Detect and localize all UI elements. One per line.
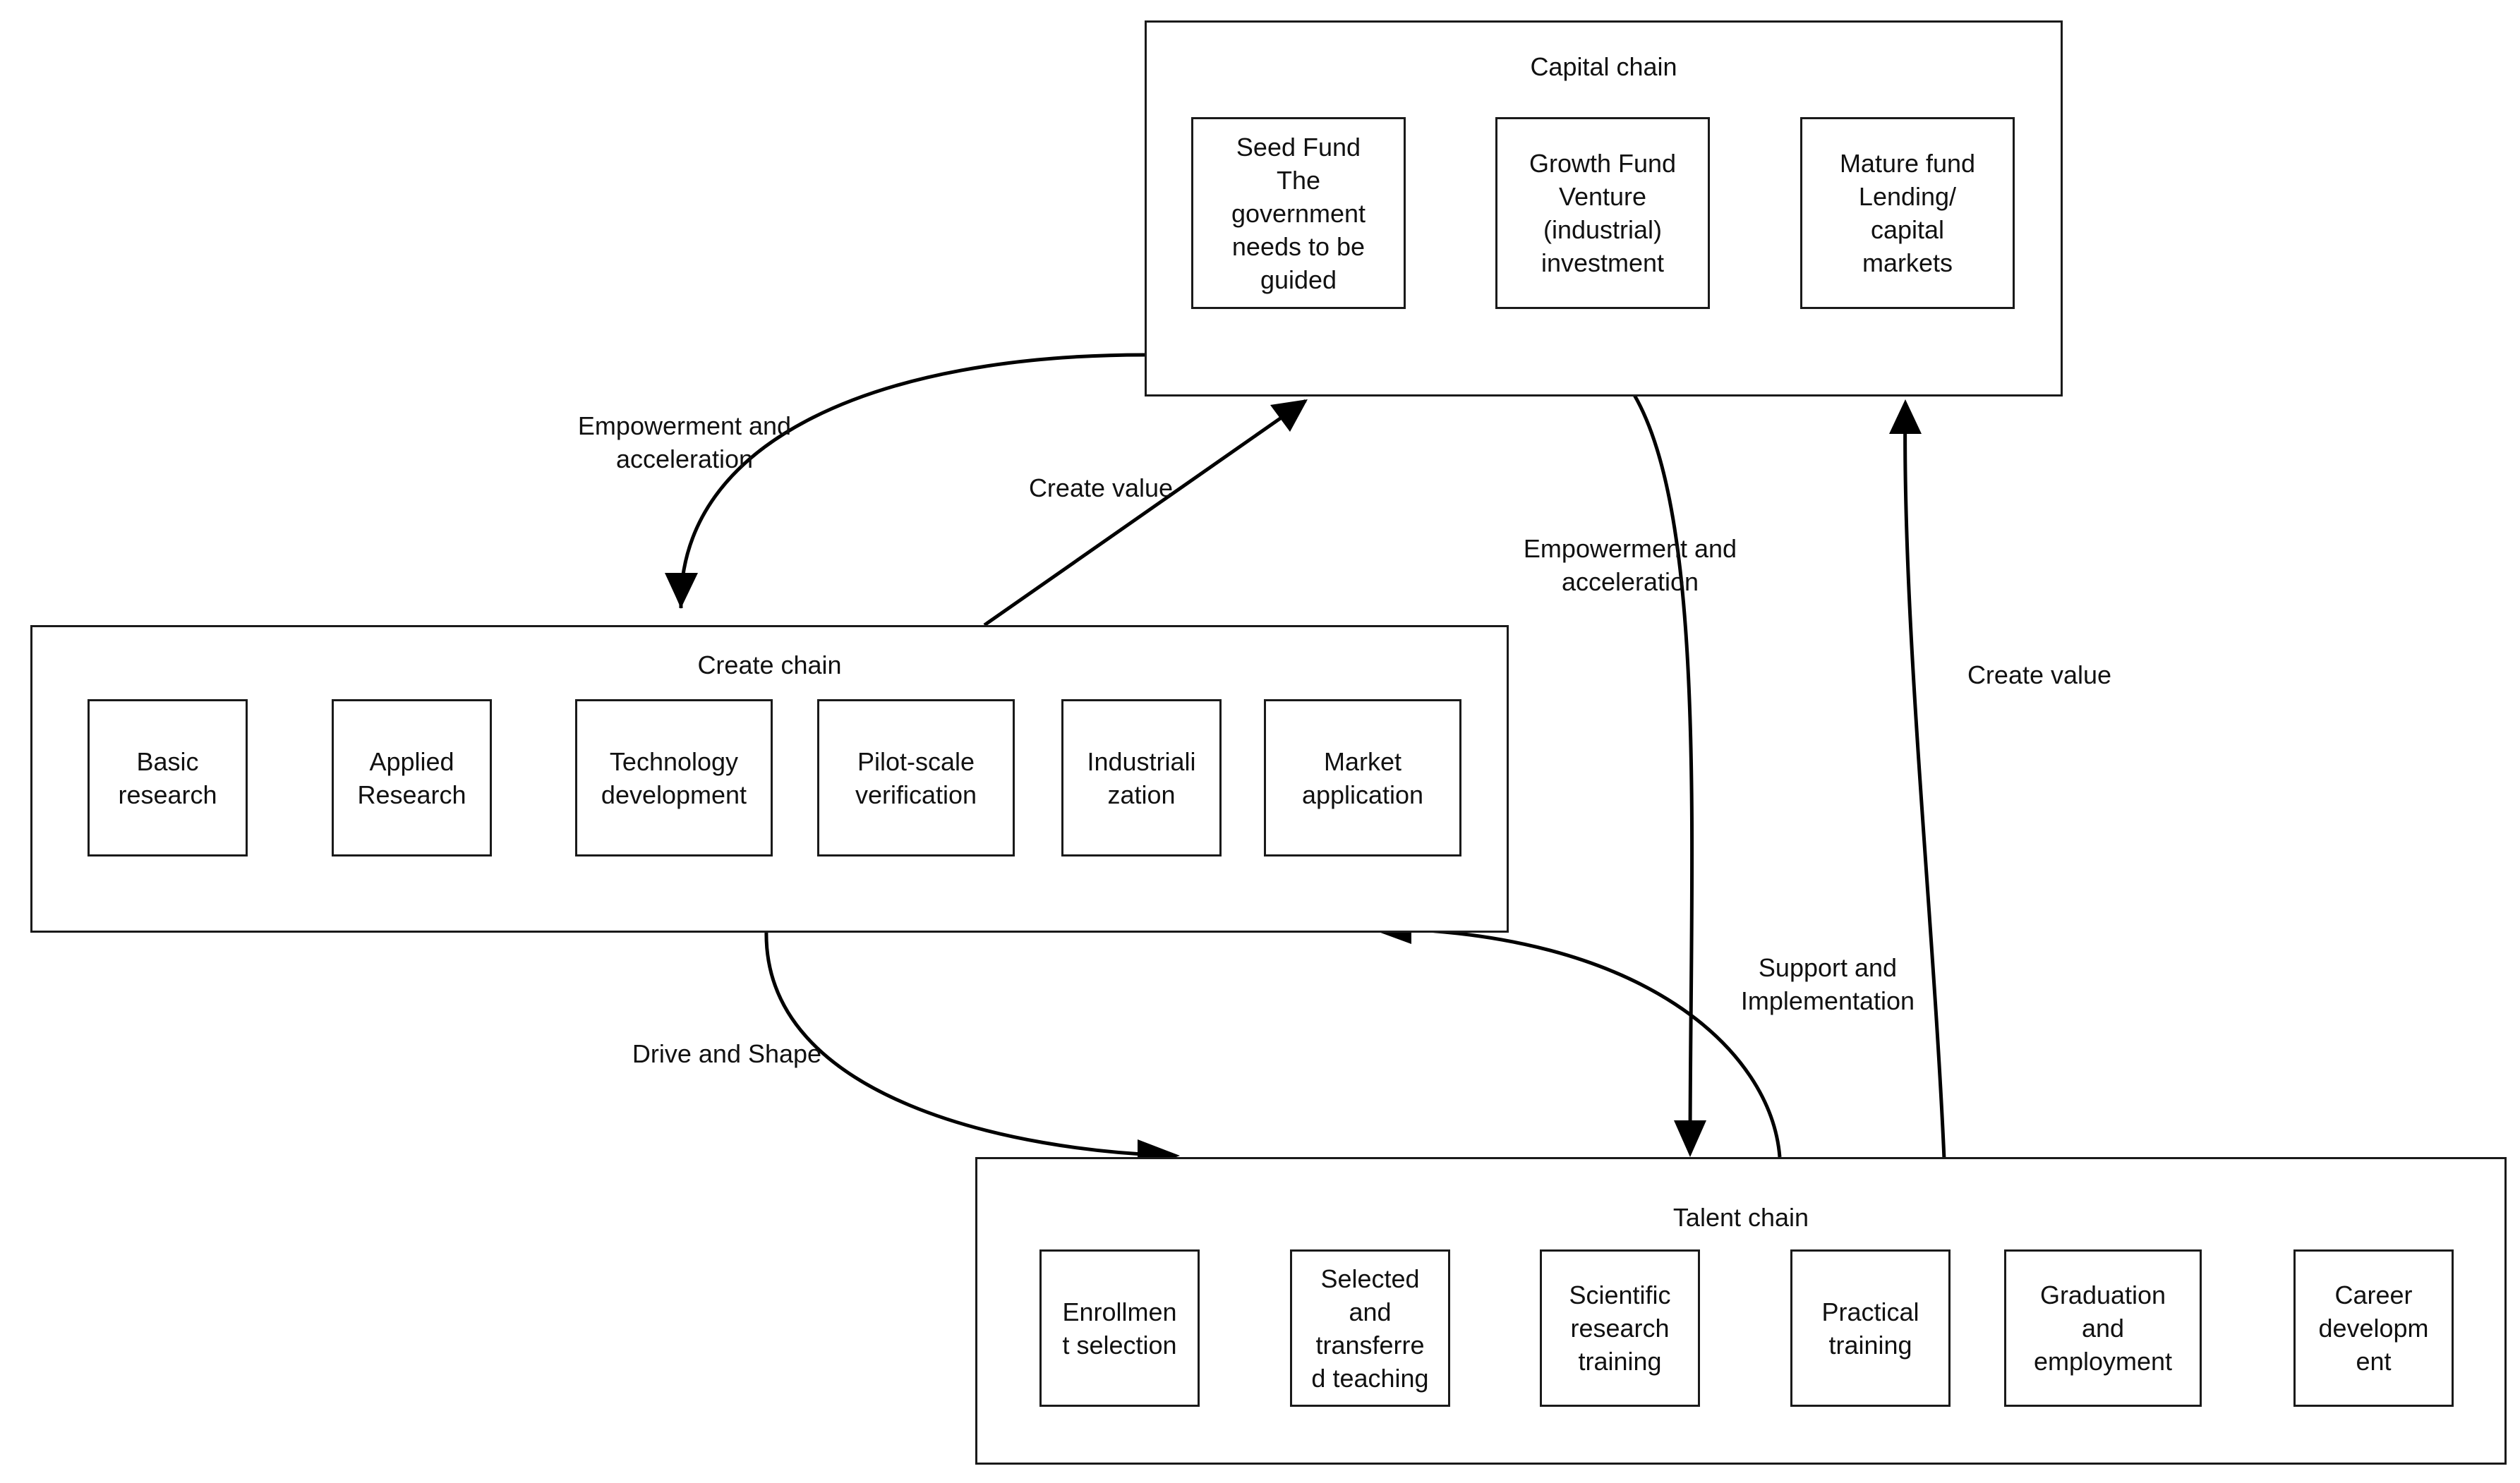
create-node-basic-research: Basic research	[88, 699, 248, 856]
create-node-label: Technology development	[601, 746, 747, 809]
edge-capital-to-create	[675, 353, 1145, 609]
capital-node-label: Mature fund Lending/ capital markets	[1839, 149, 1976, 277]
talent-node-label: Career developm ent	[2318, 1281, 2429, 1376]
arrowhead-create-to-capital	[1270, 399, 1308, 432]
create-node-pilot-scale-verification: Pilot-scale verification	[817, 699, 1015, 856]
capital-node-label: Seed Fund The government needs to be gui…	[1231, 132, 1366, 294]
capital-chain-title: Capital chain	[1530, 52, 1677, 81]
create-node-applied-research: Applied Research	[332, 699, 492, 856]
create-node-industrialization: Industriali zation	[1061, 699, 1222, 856]
edge-label-create-to-talent: Drive and Shape	[632, 1039, 822, 1068]
edge-label-talent-to-capital: Create value	[1967, 660, 2112, 689]
talent-node-label: Graduation and employment	[2033, 1281, 2173, 1376]
edge-label-capital-to-create: Empowerment and acceleration	[577, 411, 792, 473]
create-node-label: Market application	[1301, 746, 1424, 809]
talent-node-selected-transferred-teaching: Selected and transferre d teaching	[1290, 1249, 1450, 1407]
talent-node-graduation-employment: Graduation and employment	[2004, 1249, 2202, 1407]
create-node-technology-development: Technology development	[575, 699, 773, 856]
create-chain-title: Create chain	[697, 650, 842, 679]
talent-node-career-development: Career developm ent	[2293, 1249, 2454, 1407]
capital-node-growth-fund: Growth Fund Venture (industrial) investm…	[1495, 117, 1710, 309]
capital-node-label: Growth Fund Venture (industrial) investm…	[1529, 149, 1677, 277]
create-node-label: Pilot-scale verification	[855, 746, 977, 809]
edge-talent-to-capital	[1903, 403, 1946, 1160]
talent-node-label: Selected and transferre d teaching	[1311, 1264, 1429, 1393]
create-node-label: Applied Research	[357, 746, 466, 809]
talent-chain-box: Talent chain Enrollmen t selection Selec…	[975, 1157, 2507, 1465]
talent-node-enrollment-selection: Enrollmen t selection	[1039, 1249, 1200, 1407]
edge-label-create-to-capital: Create value	[1028, 473, 1174, 502]
arrowhead-talent-to-capital	[1889, 399, 1922, 434]
create-node-label: Industriali zation	[1087, 746, 1196, 809]
create-node-market-application: Market application	[1264, 699, 1461, 856]
talent-chain-title: Talent chain	[1672, 1203, 1809, 1232]
create-chain-box: Create chain Basic research Applied Rese…	[30, 625, 1509, 933]
talent-node-label: Scientific research training	[1569, 1281, 1671, 1376]
talent-node-practical-training: Practical training	[1790, 1249, 1951, 1407]
arrowhead-capital-to-talent	[1674, 1120, 1706, 1157]
edge-create-to-capital	[983, 399, 1307, 627]
capital-chain-box: Capital chain Seed Fund The government n…	[1145, 20, 2063, 397]
edge-talent-to-create	[1374, 926, 1782, 1158]
talent-node-label: Enrollmen t selection	[1062, 1297, 1177, 1360]
capital-node-mature-fund: Mature fund Lending/ capital markets	[1800, 117, 2015, 309]
arrowhead-capital-to-create	[665, 573, 698, 608]
create-node-label: Basic research	[118, 746, 217, 809]
edge-capital-to-talent	[1632, 394, 1694, 1152]
talent-node-label: Practical training	[1821, 1297, 1919, 1360]
edge-label-capital-to-talent: Empowerment and acceleration	[1523, 534, 1737, 596]
edge-label-talent-to-create: Support and Implementation	[1740, 953, 1915, 1015]
talent-node-scientific-research-training: Scientific research training	[1540, 1249, 1700, 1407]
capital-node-seed-fund: Seed Fund The government needs to be gui…	[1191, 117, 1406, 309]
edge-create-to-talent	[764, 929, 1175, 1158]
